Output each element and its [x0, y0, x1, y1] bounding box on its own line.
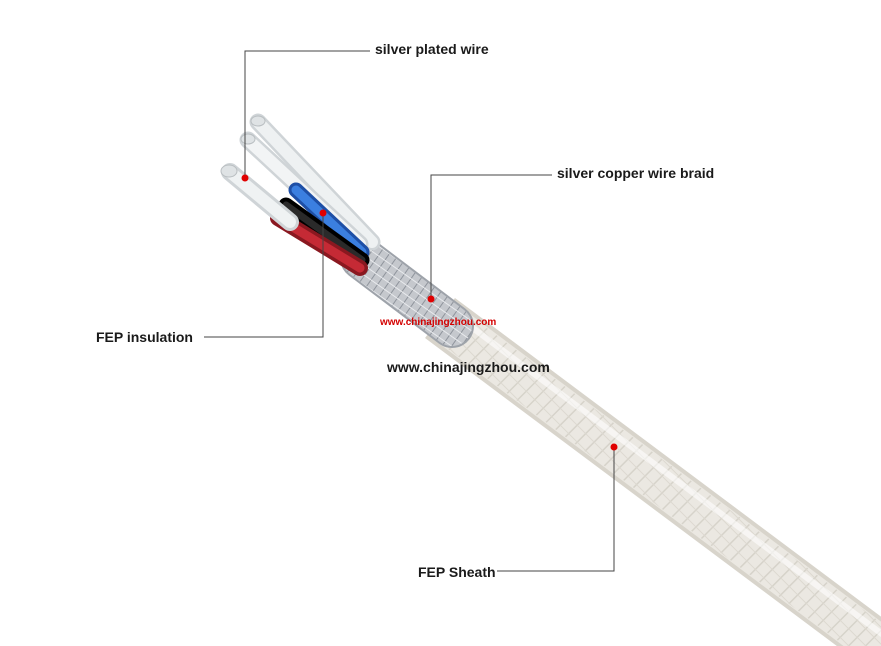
fep-sheath-body [425, 297, 881, 646]
leader-fep-insulation [204, 213, 324, 338]
marker-dot-silver-plated-wire [241, 174, 249, 182]
leader-fep-sheath [497, 447, 615, 572]
label-silver-copper-wire-braid: silver copper wire braid [557, 165, 715, 181]
braid-shield [340, 236, 474, 348]
watermark-red: www.chinajingzhou.com [380, 317, 497, 328]
marker-dots [241, 174, 618, 451]
inner-cores [220, 113, 381, 276]
leader-silver-copper-braid [430, 174, 552, 299]
marker-dot-fep-sheath [610, 443, 618, 451]
label-fep-insulation: FEP insulation [96, 329, 193, 345]
marker-dot-fep-insulation [319, 209, 327, 217]
label-silver-plated-wire: silver plated wire [375, 41, 489, 57]
marker-dot-braid [427, 295, 435, 303]
leader-silver-plated-wire [244, 50, 370, 178]
watermark-black: www.chinajingzhou.com [387, 359, 550, 375]
label-fep-sheath: FEP Sheath [418, 564, 496, 580]
leader-lines [204, 50, 615, 572]
